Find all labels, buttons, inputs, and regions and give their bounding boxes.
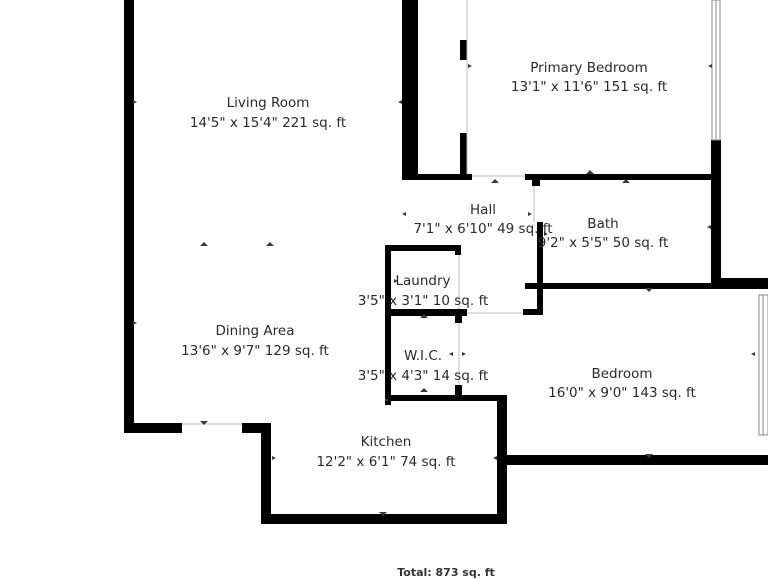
marker [708,64,712,68]
marker [645,288,653,292]
bedroom-dims: 16'0" x 9'0" 143 sq. ft [548,385,696,401]
bedroom-name: Bedroom [591,366,653,382]
marker [449,352,453,356]
living-room-name: Living Room [226,95,310,111]
wall-bath-bedroom-corner [537,283,543,315]
marker [491,179,499,183]
primary-bedroom-name: Primary Bedroom [530,60,648,76]
marker [272,456,276,460]
kitchen-name: Kitchen [360,434,412,450]
marker [394,279,398,283]
marker [707,225,711,229]
wall-kitchen-left [261,423,271,524]
laundry-name: Laundry [395,273,451,289]
primary-bedroom-dims: 13'1" x 11'6" 151 sq. ft [510,79,668,95]
wall-bedroom-top [525,283,768,289]
marker [133,321,137,325]
wall-closet-bottom [402,174,472,180]
walls [124,0,768,524]
hall-name: Hall [470,202,496,218]
wall-living-left [124,0,134,433]
marker [385,398,389,402]
wall-dining-bottom-left [124,423,182,433]
wall-laundry-stub [455,245,461,255]
marker [379,512,387,516]
wall-right-primary [711,140,721,280]
marker [420,314,428,318]
marker [586,170,594,174]
thin-lines [182,0,535,425]
bath-dims: 9'2" x 5'5" 50 sq. ft [537,235,669,251]
wall-primary-left-lower [460,133,467,180]
kitchen-dims: 12'2" x 6'1" 74 sq. ft [316,454,456,470]
wall-closet-column [402,0,418,180]
dining-area-name: Dining Area [215,323,295,339]
wall-kitchen-top [385,395,507,401]
marker [133,100,137,104]
marker [402,212,406,216]
total-area: Total: 873 sq. ft [397,566,495,579]
wall-dining-bottom-right [242,423,271,433]
wall-bedroom-bottom [497,455,768,465]
living-room-dims: 14'5" x 15'4" 221 sq. ft [189,115,347,131]
marker [622,179,630,183]
wall-primary-left-stub [460,40,467,60]
wall-laundry-left [385,245,391,405]
marker [462,352,466,356]
wall-laundry-wic-divider [385,309,467,316]
marker [468,64,472,68]
wic-name: W.I.C. [403,348,443,364]
marker [528,212,532,216]
door-markers [133,64,755,516]
wall-bath-left [532,174,540,186]
marker [200,421,208,425]
wall-kitchen-bottom [261,514,507,524]
marker [493,456,497,460]
laundry-dims: 3'5" x 3'1" 10 sq. ft [357,293,489,309]
windows [711,0,768,436]
marker [645,454,653,458]
hall-dims: 7'1" x 6'10" 49 sq. ft [413,221,553,237]
wall-hall-bottom-right [523,309,543,315]
marker [751,352,755,356]
marker [200,242,208,246]
wic-dims: 3'5" x 4'3" 14 sq. ft [357,368,489,384]
dining-area-dims: 13'6" x 9'7" 129 sq. ft [181,343,329,359]
wall-wic-right-stub [455,309,462,323]
wall-laundry-top [385,245,461,251]
marker [420,388,428,392]
bath-name: Bath [587,216,619,232]
wall-bath-left-lower [537,222,543,288]
marker [266,242,274,246]
wall-primary-bedroom-bottom [525,174,721,180]
wall-wic-right-lower [455,385,462,399]
wall-right-bath-ledge [711,278,768,288]
marker [544,232,548,236]
marker [398,100,402,104]
